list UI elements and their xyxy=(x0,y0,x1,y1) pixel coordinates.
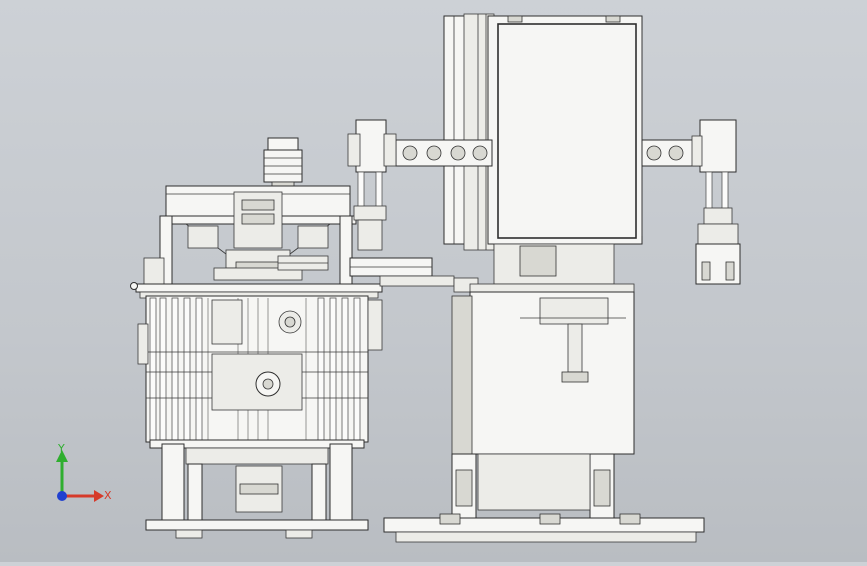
z-axis-dot xyxy=(57,491,67,501)
lower-base xyxy=(145,439,369,539)
conveyor-bridge xyxy=(349,257,479,293)
y-axis-label: Y xyxy=(57,442,65,455)
main-body xyxy=(451,243,635,455)
electrical-cabinet xyxy=(487,15,643,245)
left-gripper xyxy=(347,119,397,251)
right-gripper xyxy=(691,119,741,285)
lower-legs xyxy=(451,453,615,521)
coordinate-triad: Y X xyxy=(56,442,112,502)
base-plate xyxy=(383,513,705,543)
left-machine xyxy=(130,137,479,539)
cross-arm xyxy=(395,139,701,167)
x-axis-label: X xyxy=(104,489,112,502)
top-frame xyxy=(159,185,357,255)
central-mechanism xyxy=(213,249,329,281)
tall-frame xyxy=(443,13,495,251)
right-machine xyxy=(347,13,741,543)
rod-cage xyxy=(137,295,383,443)
top-motor xyxy=(263,137,303,191)
